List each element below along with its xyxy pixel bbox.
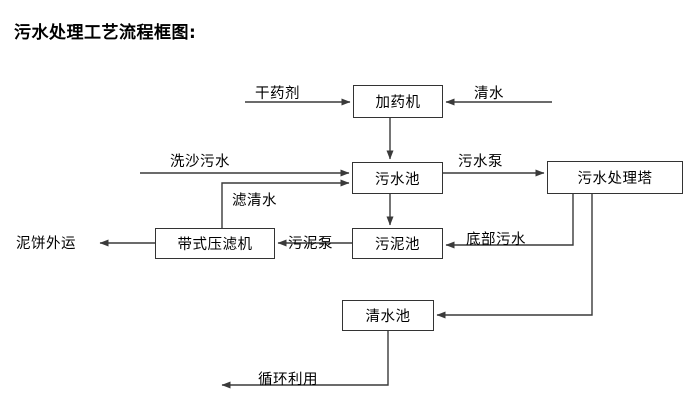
edge-label-sludge-pump: 污泥泵 <box>288 236 333 252</box>
edge-label-dry-reagent: 干药剂 <box>255 86 300 102</box>
edge-label-filtrate-water: 滤清水 <box>232 193 277 209</box>
node-clean-pool[interactable]: 清水池 <box>342 300 434 331</box>
connector-tower-to-clean-pool <box>436 194 593 319</box>
connector-filtrate-to-sewage-pool <box>221 179 350 228</box>
node-sewage-pool[interactable]: 污水池 <box>352 162 443 194</box>
node-dosing-machine[interactable]: 加药机 <box>353 85 443 118</box>
edge-label-mud-cake-out: 泥饼外运 <box>16 236 76 252</box>
edge-label-sand-wash-sewage: 洗沙污水 <box>170 154 230 170</box>
page-title: 污水处理工艺流程框图: <box>14 23 197 43</box>
connector-clean-pool-to-recycle <box>221 331 389 389</box>
edge-label-bottom-sewage: 底部污水 <box>466 232 526 248</box>
edge-label-clean-water-in: 清水 <box>474 86 504 102</box>
connector-tower-to-sludge-pool <box>445 194 574 249</box>
node-treatment-tower[interactable]: 污水处理塔 <box>547 161 683 194</box>
edge-label-recycle-use: 循环利用 <box>258 372 318 388</box>
edge-label-sewage-pump: 污水泵 <box>458 154 503 170</box>
node-sludge-pool[interactable]: 污泥池 <box>352 228 443 259</box>
node-belt-press[interactable]: 带式压滤机 <box>155 228 275 259</box>
